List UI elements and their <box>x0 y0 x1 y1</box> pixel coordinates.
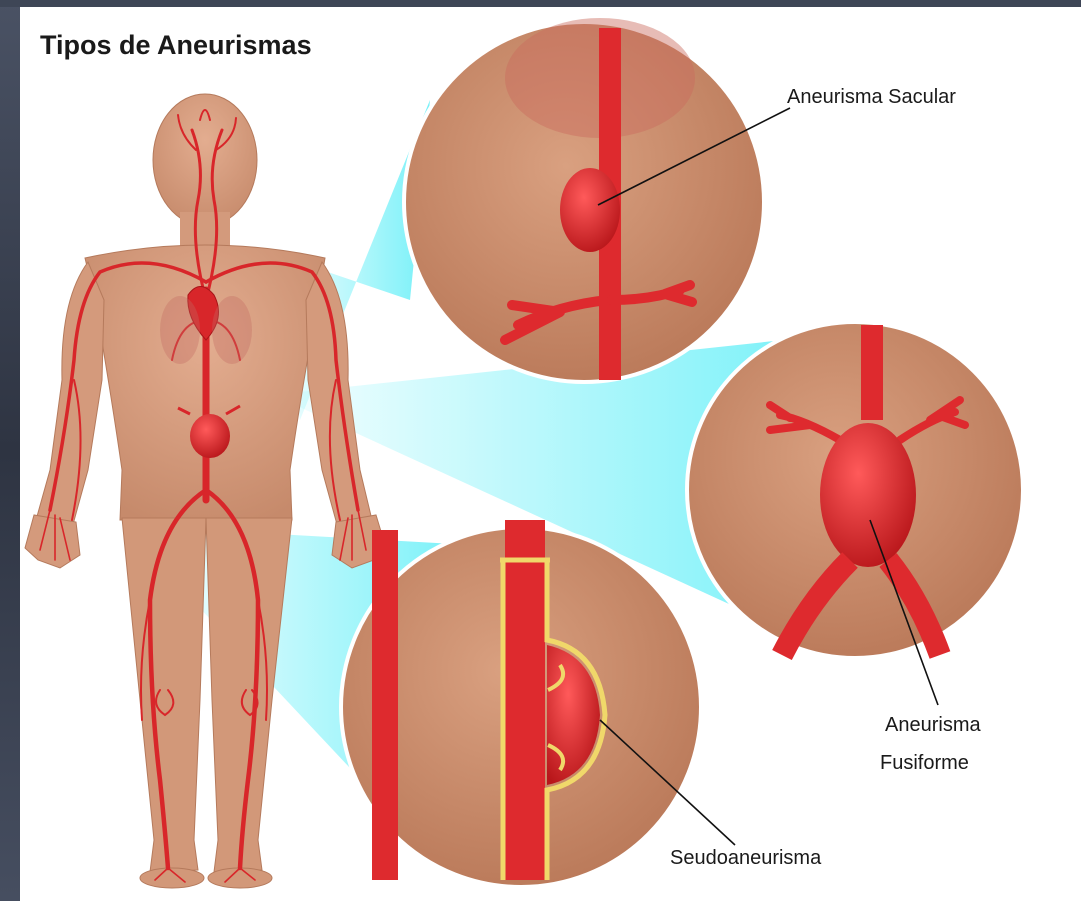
label-aneurisma-fusiforme-line1: Aneurisma <box>885 714 981 737</box>
label-seudoaneurisma: Seudoaneurisma <box>670 847 821 870</box>
label-aneurisma-fusiforme-line2: Fusiforme <box>880 752 969 775</box>
circle-sacular <box>404 18 790 382</box>
human-body-figure <box>25 94 386 888</box>
lung-right <box>212 296 252 364</box>
saccular-bulge <box>560 168 620 252</box>
left-hand <box>25 515 80 568</box>
right-foot <box>208 868 272 888</box>
circle-fusiforme <box>687 322 1023 705</box>
head <box>153 94 257 226</box>
label-aneurisma-sacular: Aneurisma Sacular <box>787 86 956 109</box>
fusiform-bulge <box>820 423 916 567</box>
body-aneurysm-bulge <box>190 414 230 458</box>
right-leg <box>206 518 292 872</box>
diagram-title: Tipos de Aneurismas <box>40 30 312 61</box>
lung-left <box>160 296 200 364</box>
